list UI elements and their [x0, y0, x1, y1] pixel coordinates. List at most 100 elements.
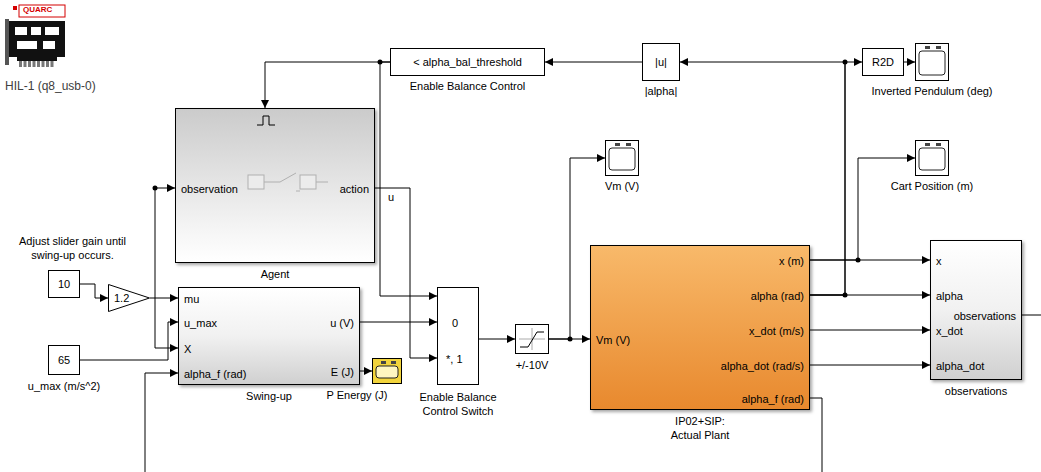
port-label: action: [340, 182, 369, 196]
port-label: x: [936, 254, 942, 268]
abs-block: |u||alpha|: [642, 43, 680, 81]
port-label: x_dot: [936, 324, 963, 338]
scope-block: Vm (V): [605, 140, 639, 176]
compare-block: < alpha_bal_thresholdEnable Balance Cont…: [390, 48, 545, 76]
scope-knob: [381, 361, 386, 364]
block-label: Enable Balance Control: [410, 79, 526, 93]
trigger-symbol: [257, 116, 275, 125]
block-label: Swing-up: [246, 389, 292, 403]
signal-line: [360, 322, 437, 323]
constant-block: 65u_max (m/s^2): [48, 345, 80, 375]
signal-wire: [155, 188, 175, 189]
block-text: |u|: [655, 55, 667, 69]
card-pin: [28, 61, 31, 67]
signal-line: [479, 339, 515, 340]
scope-knob: [936, 143, 941, 146]
port-label: u_max: [184, 316, 217, 330]
signal-line: [380, 62, 437, 296]
block-label: HIL-1 (q8_usb-0): [5, 79, 96, 93]
block-label: Inverted Pendulum (deg): [871, 84, 992, 98]
signal-line: [265, 62, 390, 108]
card-chip: [45, 27, 59, 35]
port-label: X: [184, 342, 191, 356]
port-label: observations: [954, 309, 1016, 323]
signal-wire: [145, 373, 178, 472]
card-chip: [15, 27, 27, 35]
scope-knob: [615, 143, 620, 146]
scope-screen: [919, 51, 945, 75]
block-label: Agent: [261, 267, 290, 281]
signal-line: [545, 62, 642, 63]
port-label: x_dot (m/s): [749, 324, 804, 338]
port-label: 0: [452, 316, 458, 330]
scope-knob: [925, 143, 930, 146]
port-label: observation: [181, 182, 238, 196]
signal-line: [375, 188, 437, 358]
signal-wire: [1022, 315, 1041, 316]
signal-line: [80, 284, 108, 298]
port-label: u (V): [330, 316, 354, 330]
scope-knob: [626, 143, 631, 146]
inner-switch: [264, 173, 300, 191]
scope-knob: [391, 361, 396, 364]
card-pin: [46, 61, 49, 67]
port-label: alpha_dot (rad/s): [721, 359, 804, 373]
signal-line: [80, 322, 178, 360]
port-label: Vm (V): [596, 333, 630, 347]
port-label: alpha (rad): [751, 289, 804, 303]
logo-text: QUARC: [23, 5, 52, 15]
gain-block: 1.2: [108, 284, 150, 312]
signal-line: [810, 295, 930, 296]
card-bracket: [5, 19, 9, 65]
block-text: 1.2: [114, 291, 129, 305]
annotation: Adjust slider gain until swing-up occurs…: [5, 234, 140, 262]
logo-mark: [13, 6, 17, 10]
logo-tag: [19, 5, 65, 17]
signal-wire: [810, 398, 822, 472]
signal-line: [810, 330, 930, 331]
signal-line: [810, 365, 930, 366]
port-label: alpha: [936, 289, 963, 303]
port-label: alpha_dot: [936, 359, 984, 373]
constant-block: 10: [48, 270, 80, 298]
block-label: u_max (m/s^2): [28, 379, 100, 393]
card-chip: [17, 41, 37, 49]
block-label: P Energy (J): [327, 388, 388, 402]
block-label: Enable Balance Control Switch: [413, 390, 503, 418]
plant-subsystem: Vm (V) x (m) alpha (rad) x_dot (m/s) alpha_d…: [590, 245, 810, 410]
block-text: 10: [58, 277, 70, 291]
agent-subsystem: observationactionAgent: [175, 108, 375, 263]
scope-knob: [936, 46, 941, 49]
saturation-block: +/-10V: [515, 324, 549, 354]
card-pin: [33, 61, 36, 67]
signal-label: u: [387, 190, 395, 204]
signal-line: [360, 371, 372, 372]
block-label: |alpha|: [645, 84, 678, 98]
inner-wire: [316, 182, 328, 183]
scope-block: Inverted Pendulum (deg): [915, 43, 949, 81]
scope-knob: [925, 46, 930, 49]
scope-block: P Energy (J): [372, 358, 402, 384]
yscope-icon: [373, 359, 403, 385]
port-label: alpha_f (rad): [742, 392, 804, 406]
block-label: Cart Position (m): [891, 179, 974, 193]
signal-line: [904, 62, 915, 63]
card-pin: [24, 61, 27, 67]
hil-icon: [5, 5, 69, 69]
bus-subsystem: xalphax_dotalpha_dotobservationsobservat…: [930, 240, 1022, 380]
junction-dot: [153, 186, 158, 191]
switch-block: 0*, 1Enable Balance Control Switch: [437, 287, 479, 385]
port-label: mu: [184, 292, 199, 306]
port-label: *, 1: [446, 352, 463, 366]
port-label: x (m): [779, 254, 804, 268]
saturation-axes: [519, 328, 545, 350]
hil-board-icon: QUARCHIL-1 (q8_usb-0): [5, 5, 69, 69]
signal-line: [150, 298, 178, 299]
block-text: 65: [58, 353, 70, 367]
inner-block: [248, 175, 264, 189]
block-label: observations: [945, 384, 1007, 398]
scope-icon: [606, 141, 640, 177]
card-chip: [43, 41, 55, 49]
port-label: alpha_f (rad): [184, 367, 246, 381]
